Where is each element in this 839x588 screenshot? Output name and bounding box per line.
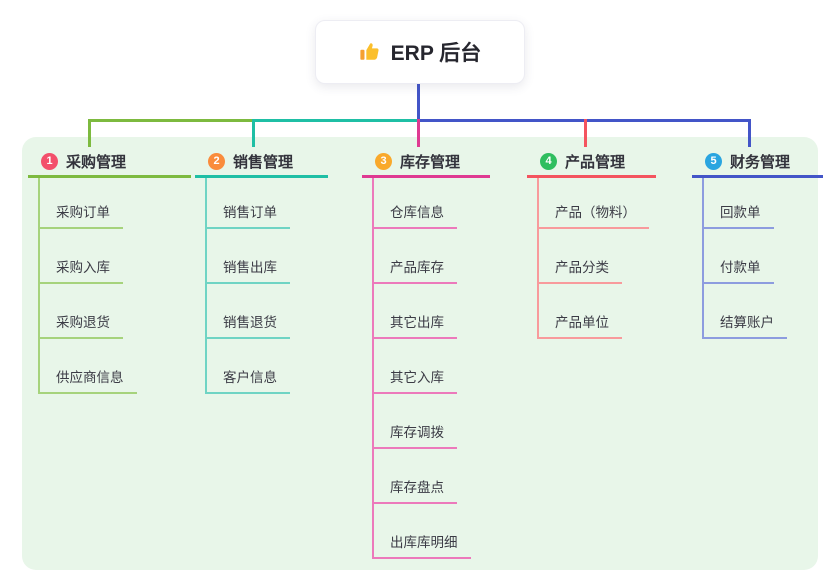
child-item[interactable]: 其它出库 — [372, 314, 457, 339]
child-item[interactable]: 销售退货 — [205, 314, 290, 339]
child-label: 采购入库 — [38, 259, 123, 284]
child-item[interactable]: 结算账户 — [702, 314, 787, 339]
root-node[interactable]: ERP 后台 — [315, 20, 525, 84]
child-label: 库存调拨 — [372, 424, 457, 449]
child-item[interactable]: 销售订单 — [205, 204, 290, 229]
branch-label: 财务管理 — [730, 153, 791, 171]
branch-number-badge: 1 — [41, 152, 58, 170]
branch-header-4[interactable]: 4 产品管理 — [527, 147, 656, 178]
branch-number-badge: 3 — [375, 152, 392, 170]
branch-rail — [702, 178, 704, 339]
child-label: 其它出库 — [372, 314, 457, 339]
branch-rail — [205, 178, 207, 394]
branch-label: 采购管理 — [66, 153, 127, 171]
connector-branch-drop — [88, 119, 91, 147]
mindmap-panel — [22, 137, 818, 570]
child-item[interactable]: 客户信息 — [205, 369, 290, 394]
child-item[interactable]: 其它入库 — [372, 369, 457, 394]
connector-branch-drop — [584, 119, 587, 147]
child-label: 销售退货 — [205, 314, 290, 339]
branch-label: 库存管理 — [400, 153, 461, 171]
thumbs-up-icon — [359, 41, 381, 63]
branch-label: 销售管理 — [233, 153, 294, 171]
connector-spine-segment — [252, 119, 418, 122]
branch-number-badge: 5 — [705, 152, 722, 170]
connector-branch-drop — [417, 119, 420, 147]
branch-number-badge: 4 — [540, 152, 557, 170]
child-label: 销售出库 — [205, 259, 290, 284]
branch-rail — [38, 178, 40, 394]
child-item[interactable]: 采购订单 — [38, 204, 123, 229]
child-item[interactable]: 回款单 — [702, 204, 774, 229]
child-label: 产品（物料） — [537, 204, 649, 229]
branch-header-3[interactable]: 3 库存管理 — [362, 147, 490, 178]
child-label: 采购订单 — [38, 204, 123, 229]
child-label: 付款单 — [702, 259, 774, 284]
branch-header-5[interactable]: 5 财务管理 — [692, 147, 823, 178]
child-label: 产品分类 — [537, 259, 622, 284]
branch-rail — [372, 178, 374, 559]
child-item[interactable]: 产品分类 — [537, 259, 622, 284]
child-label: 采购退货 — [38, 314, 123, 339]
child-item[interactable]: 库存盘点 — [372, 479, 457, 504]
connector-branch-drop — [252, 119, 255, 147]
child-item[interactable]: 产品（物料） — [537, 204, 649, 229]
branch-number-badge: 2 — [208, 152, 225, 170]
child-label: 回款单 — [702, 204, 774, 229]
branch-label: 产品管理 — [565, 153, 626, 171]
child-item[interactable]: 仓库信息 — [372, 204, 457, 229]
branch-rail — [537, 178, 539, 339]
child-label: 结算账户 — [702, 314, 787, 339]
child-label: 其它入库 — [372, 369, 457, 394]
child-label: 仓库信息 — [372, 204, 457, 229]
connector-spine-segment — [88, 119, 252, 122]
child-item[interactable]: 产品库存 — [372, 259, 457, 284]
child-item[interactable]: 产品单位 — [537, 314, 622, 339]
child-item[interactable]: 出库库明细 — [372, 534, 471, 559]
connector-root-stem — [417, 82, 420, 122]
child-item[interactable]: 付款单 — [702, 259, 774, 284]
connector-branch-drop — [748, 119, 751, 147]
branch-header-1[interactable]: 1 采购管理 — [28, 147, 191, 178]
child-label: 客户信息 — [205, 369, 290, 394]
child-label: 供应商信息 — [38, 369, 137, 394]
child-item[interactable]: 销售出库 — [205, 259, 290, 284]
child-label: 产品库存 — [372, 259, 457, 284]
child-label: 库存盘点 — [372, 479, 457, 504]
child-item[interactable]: 采购退货 — [38, 314, 123, 339]
child-label: 产品单位 — [537, 314, 622, 339]
branch-header-2[interactable]: 2 销售管理 — [195, 147, 328, 178]
child-label: 销售订单 — [205, 204, 290, 229]
child-item[interactable]: 供应商信息 — [38, 369, 137, 394]
child-item[interactable]: 库存调拨 — [372, 424, 457, 449]
root-label: ERP 后台 — [390, 42, 482, 65]
child-label: 出库库明细 — [372, 534, 471, 559]
child-item[interactable]: 采购入库 — [38, 259, 123, 284]
